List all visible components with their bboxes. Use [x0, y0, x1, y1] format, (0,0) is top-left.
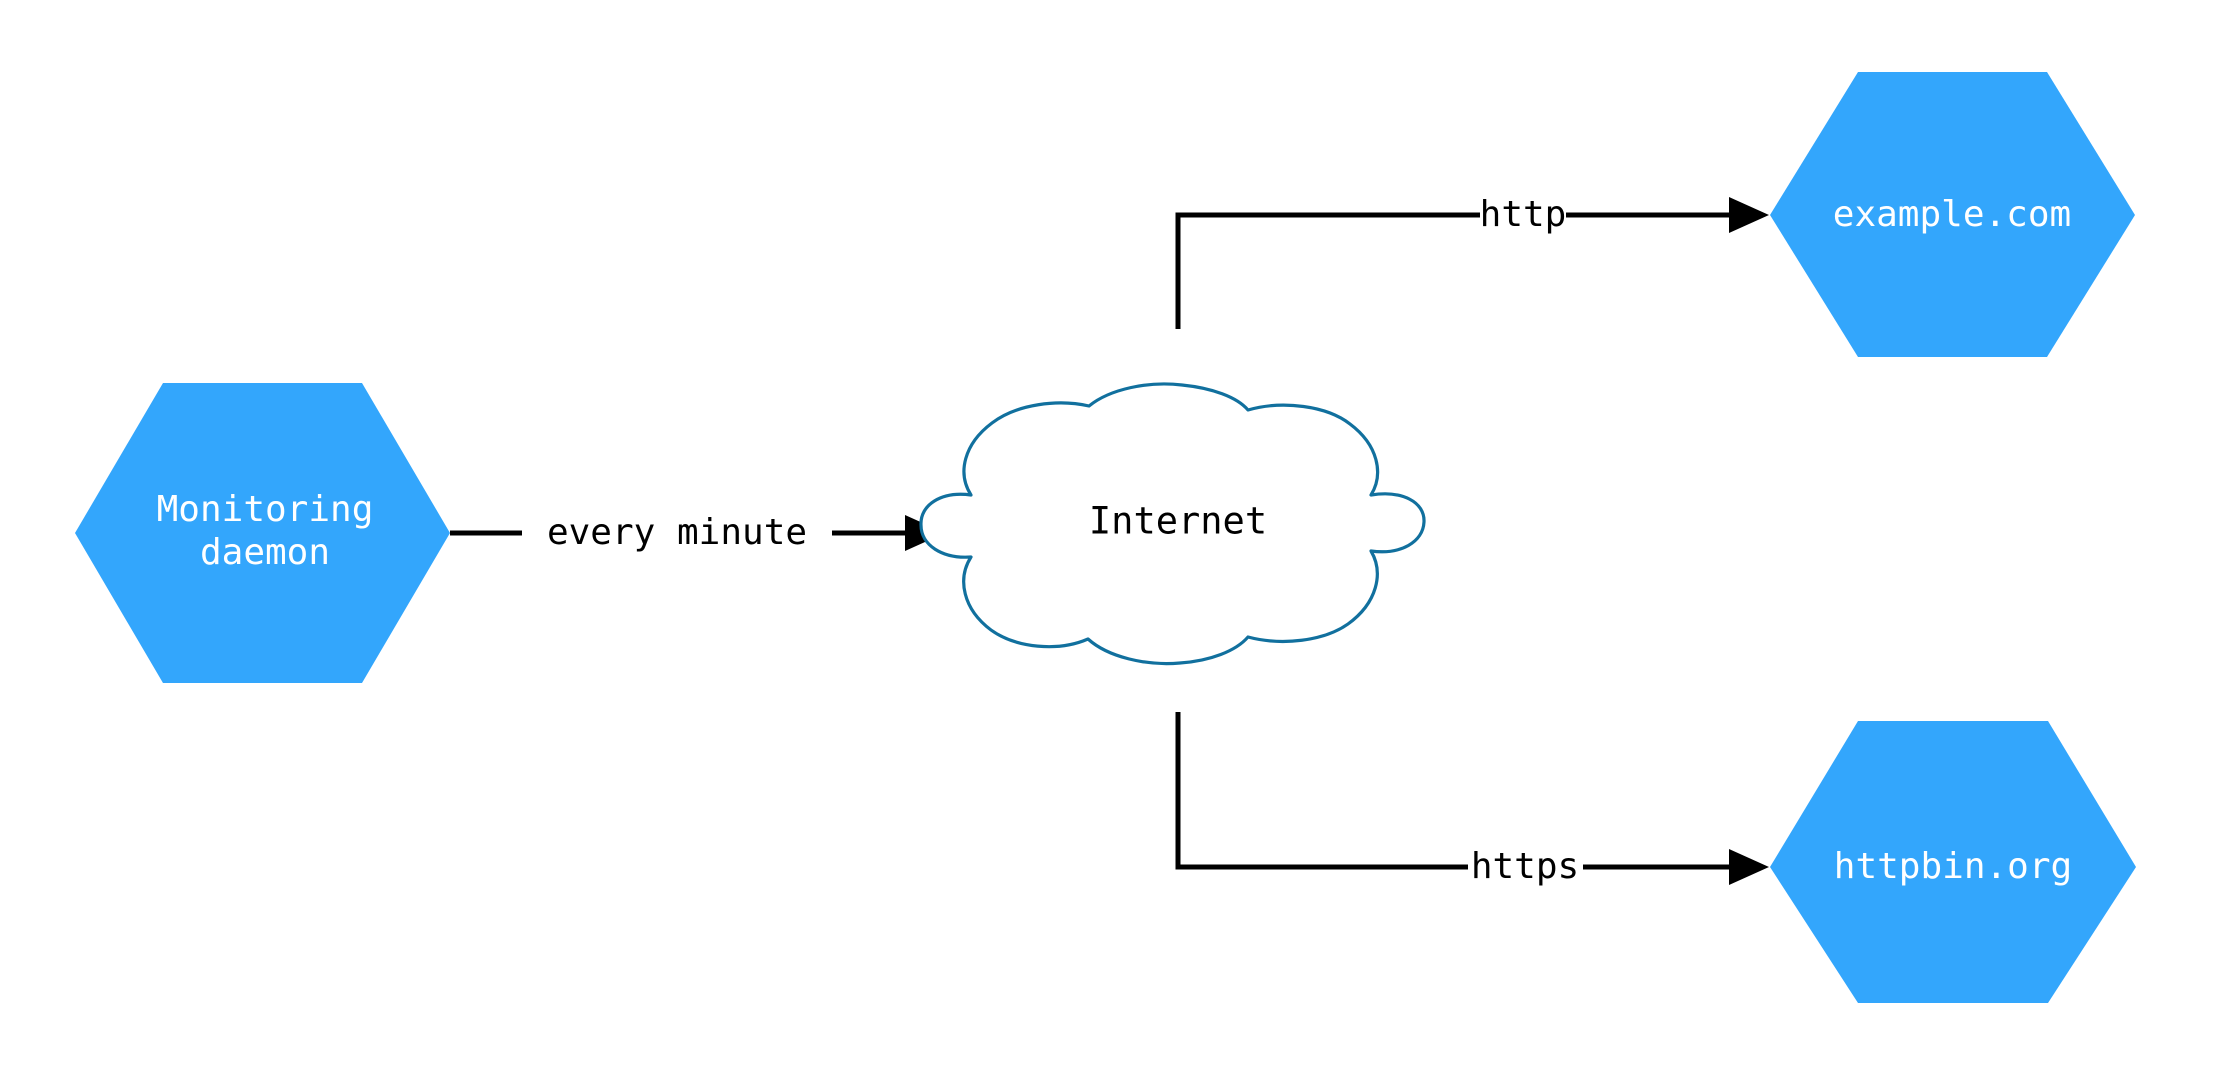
node-label-line2: daemon: [200, 532, 330, 573]
node-label-httpbin-org: httpbin.org: [1834, 846, 2072, 887]
edge-daemon-to-internet[interactable]: every minute: [450, 512, 945, 553]
arrowhead-icon: [1729, 849, 1769, 885]
edge-line-segment: [1175, 212, 1480, 329]
hexagon-shape: [75, 383, 450, 683]
node-label-line1: Monitoring: [157, 489, 374, 530]
hexagon-shape: [1770, 721, 2136, 1003]
edge-internet-to-example[interactable]: http: [1175, 194, 1769, 329]
node-internet[interactable]: Internet: [919, 382, 1426, 666]
cloud-shape: [919, 382, 1426, 666]
edge-line-segment: [1175, 712, 1468, 870]
edge-label-every-minute: every minute: [547, 512, 807, 553]
node-label-internet: Internet: [1089, 500, 1267, 543]
edge-label-https: https: [1471, 846, 1579, 887]
node-monitoring-daemon[interactable]: Monitoring daemon: [75, 383, 450, 683]
node-httpbin-org[interactable]: httpbin.org: [1770, 721, 2136, 1003]
edge-internet-to-httpbin[interactable]: https: [1175, 712, 1769, 887]
node-label-example-com: example.com: [1833, 194, 2071, 235]
arrowhead-icon: [1729, 197, 1769, 233]
hexagon-shape: [1770, 72, 2135, 357]
edge-label-http: http: [1480, 194, 1567, 235]
node-example-com[interactable]: example.com: [1770, 72, 2135, 357]
